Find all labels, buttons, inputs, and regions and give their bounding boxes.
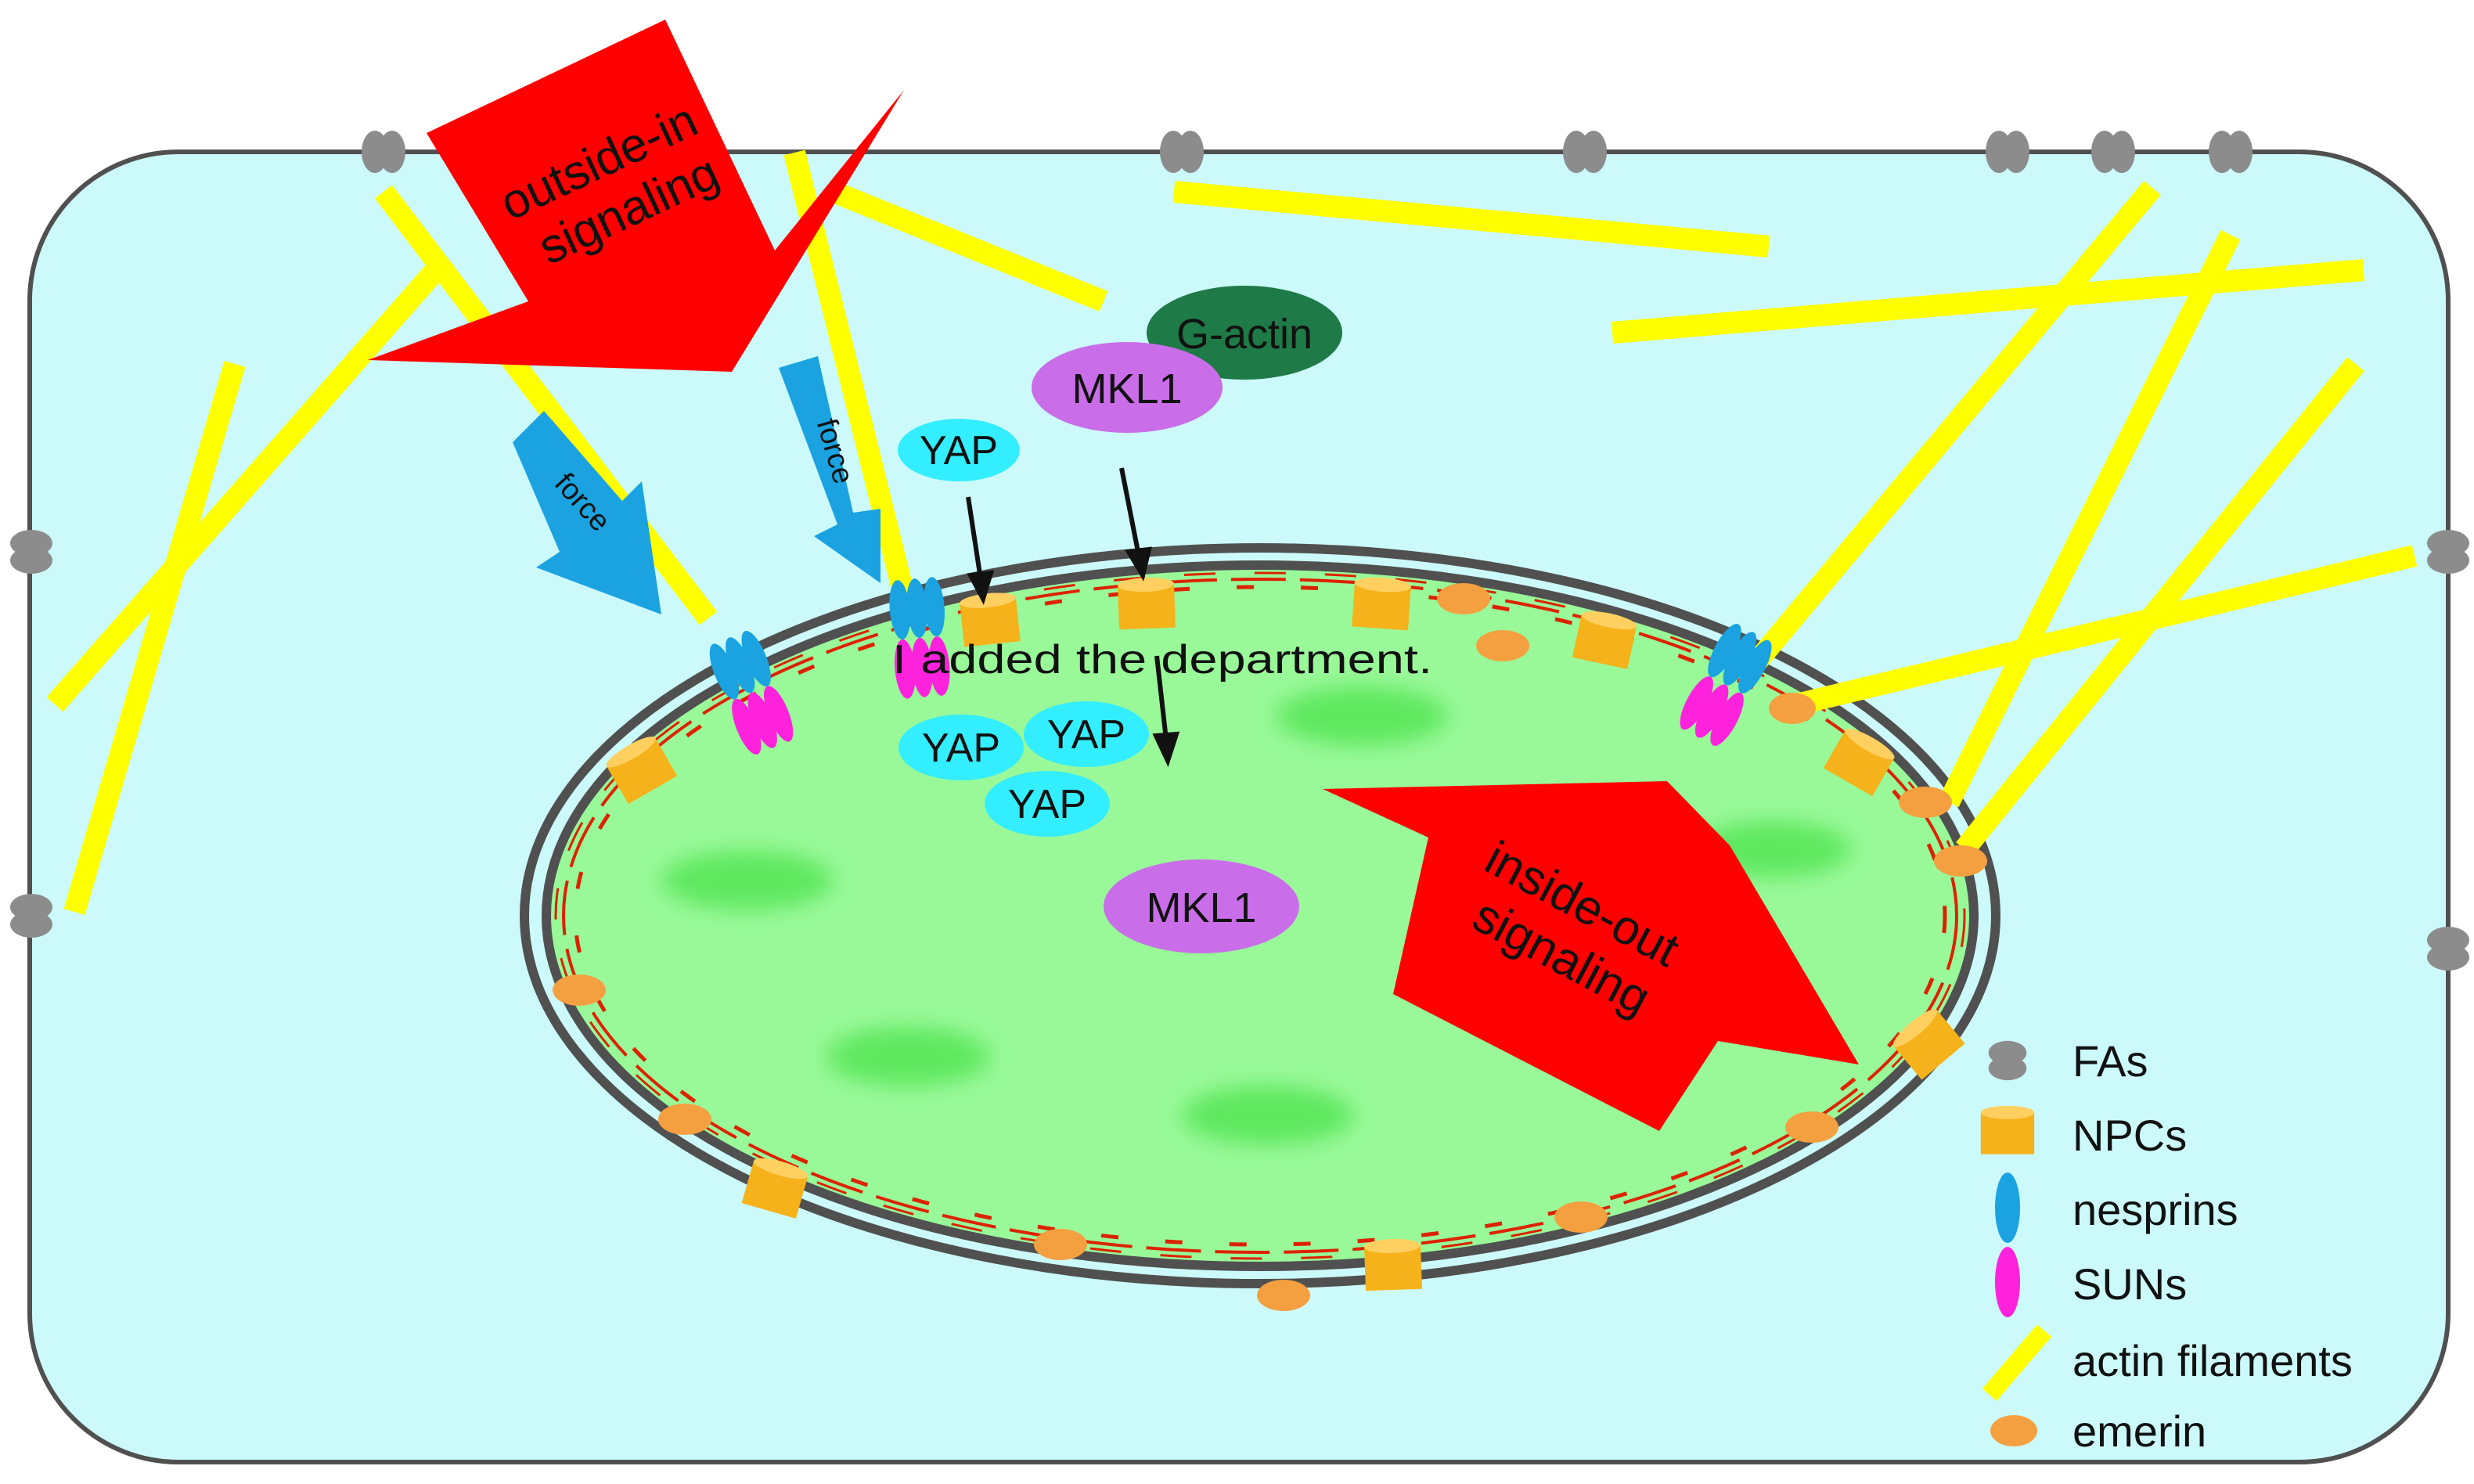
svg-text:YAP: YAP xyxy=(1008,782,1086,827)
emerin-proteins xyxy=(553,583,1987,1311)
nuclear-import-arrows xyxy=(966,467,1180,768)
svg-text:emerin: emerin xyxy=(2072,1407,2206,1456)
svg-text:YAP: YAP xyxy=(920,428,998,474)
yap-nuclear-2: YAP xyxy=(1024,701,1149,767)
svg-text:FAs: FAs xyxy=(2072,1036,2148,1086)
overlay-note: I added the department. xyxy=(892,637,1432,683)
outside-in-signaling-arrow: outside-in signaling xyxy=(368,20,904,372)
yap-nuclear-3: YAP xyxy=(985,771,1110,837)
svg-text:YAP: YAP xyxy=(922,726,1000,771)
svg-text:MKL1: MKL1 xyxy=(1146,884,1256,931)
nuclear-envelope-outer xyxy=(520,543,2000,1288)
yap-nuclear-1: YAP xyxy=(898,715,1024,780)
svg-text:SUNs: SUNs xyxy=(2072,1259,2187,1309)
inside-out-signaling-arrow: inside-out signaling xyxy=(1323,781,1859,1131)
legend-item-sun: SUNs xyxy=(1995,1247,2187,1317)
legend-item-emerin: emerin xyxy=(1990,1407,2206,1456)
mkl1-cytoplasmic: MKL1 xyxy=(1032,342,1223,433)
svg-text:MKL1: MKL1 xyxy=(1071,366,1182,412)
svg-text:actin filaments: actin filaments xyxy=(2072,1336,2353,1385)
chromatin-regions xyxy=(661,686,1851,1145)
yap-cytoplasmic: YAP xyxy=(898,419,1020,481)
svg-text:YAP: YAP xyxy=(1047,712,1125,758)
legend-item-actin: actin filaments xyxy=(1982,1324,2353,1401)
svg-text:NPCs: NPCs xyxy=(2072,1111,2187,1160)
legend-item-fa: FAs xyxy=(1988,1036,2148,1086)
nuclear-lamina xyxy=(554,571,1966,1260)
svg-text:G-actin: G-actin xyxy=(1176,311,1313,358)
svg-text:nesprins: nesprins xyxy=(2072,1185,2238,1234)
mkl1-nuclear: MKL1 xyxy=(1104,859,1299,953)
legend: FAs NPCs nesprins SUNs actin filaments e… xyxy=(1980,1036,2353,1456)
legend-item-npc: NPCs xyxy=(1980,1105,2187,1160)
legend-item-nesprin: nesprins xyxy=(1995,1172,2238,1243)
